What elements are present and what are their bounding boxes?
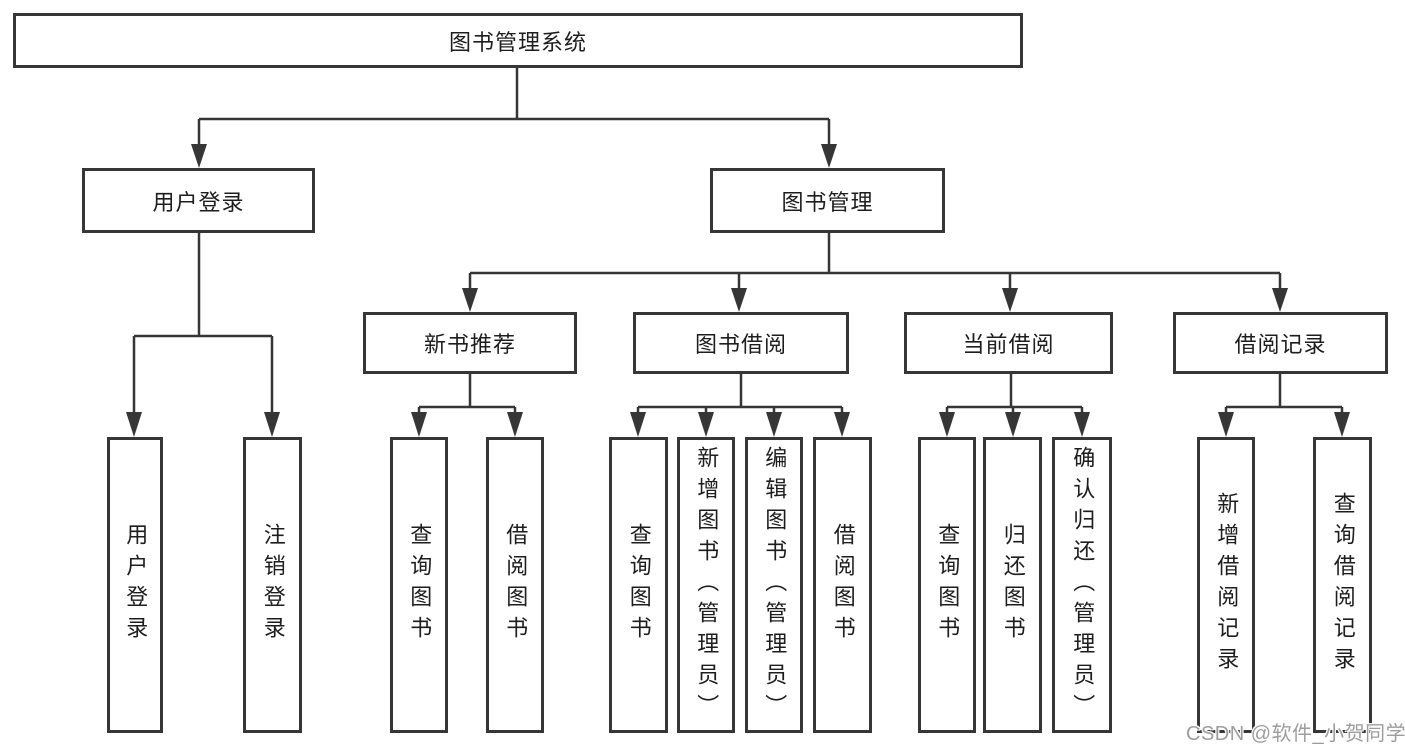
node-new-book-recommend-label: 新书推荐 xyxy=(423,332,516,357)
leaf-user-login-label: 用户登录 xyxy=(123,523,149,647)
node-root-label: 图书管理系统 xyxy=(448,29,587,55)
node-book-borrowing-label: 图书借阅 xyxy=(694,332,787,357)
leaf-borrow-edit-book-admin: 编辑图书（管理员） xyxy=(745,437,803,733)
leaf-record-query-record-label: 查询借阅记录 xyxy=(1330,492,1356,678)
leaf-record-add-record: 新增借阅记录 xyxy=(1197,437,1255,733)
leaf-current-confirm-return-admin-label: 确认归还（管理员） xyxy=(1070,445,1096,725)
leaf-borrow-query-book-label: 查询图书 xyxy=(626,523,652,647)
leaf-borrow-add-book-admin-label: 新增图书（管理员） xyxy=(694,445,720,725)
leaf-borrow-add-book-admin: 新增图书（管理员） xyxy=(677,437,735,733)
leaf-newrec-borrow-book-label: 借阅图书 xyxy=(503,523,529,647)
leaf-borrow-query-book: 查询图书 xyxy=(609,437,668,733)
leaf-current-query-book: 查询图书 xyxy=(918,437,976,733)
node-current-borrowing: 当前借阅 xyxy=(904,312,1113,374)
node-new-book-recommend: 新书推荐 xyxy=(363,312,577,374)
leaf-logout-label: 注销登录 xyxy=(260,523,286,647)
leaf-borrow-borrow-book-label: 借阅图书 xyxy=(830,523,856,647)
tree-edges xyxy=(132,68,1344,414)
leaf-current-return-book-label: 归还图书 xyxy=(1000,523,1026,647)
leaf-newrec-borrow-book: 借阅图书 xyxy=(486,437,544,733)
node-book-management: 图书管理 xyxy=(710,168,945,233)
arrowheads xyxy=(126,144,1350,437)
node-book-borrowing: 图书借阅 xyxy=(633,312,849,374)
node-borrowing-records: 借阅记录 xyxy=(1173,312,1388,374)
leaf-record-add-record-label: 新增借阅记录 xyxy=(1214,492,1240,678)
leaf-logout: 注销登录 xyxy=(243,437,302,733)
csdn-watermark: CSDN @软件_小贺同学 xyxy=(1186,723,1405,745)
node-current-borrowing-label: 当前借阅 xyxy=(962,332,1055,357)
node-book-management-label: 图书管理 xyxy=(781,189,874,215)
leaf-current-query-book-label: 查询图书 xyxy=(935,523,961,647)
node-user-login-label: 用户登录 xyxy=(152,189,245,215)
leaf-current-return-book: 归还图书 xyxy=(983,437,1042,733)
leaf-current-confirm-return-admin: 确认归还（管理员） xyxy=(1052,437,1112,733)
leaf-borrow-borrow-book: 借阅图书 xyxy=(813,437,872,733)
node-root-system: 图书管理系统 xyxy=(13,13,1023,68)
leaf-newrec-query-book: 查询图书 xyxy=(390,437,448,733)
node-borrowing-records-label: 借阅记录 xyxy=(1234,332,1327,357)
leaf-newrec-query-book-label: 查询图书 xyxy=(407,523,433,647)
leaf-record-query-record: 查询借阅记录 xyxy=(1313,437,1372,733)
leaf-borrow-edit-book-admin-label: 编辑图书（管理员） xyxy=(762,445,788,725)
leaf-user-login: 用户登录 xyxy=(107,437,163,733)
node-user-login: 用户登录 xyxy=(82,168,315,233)
